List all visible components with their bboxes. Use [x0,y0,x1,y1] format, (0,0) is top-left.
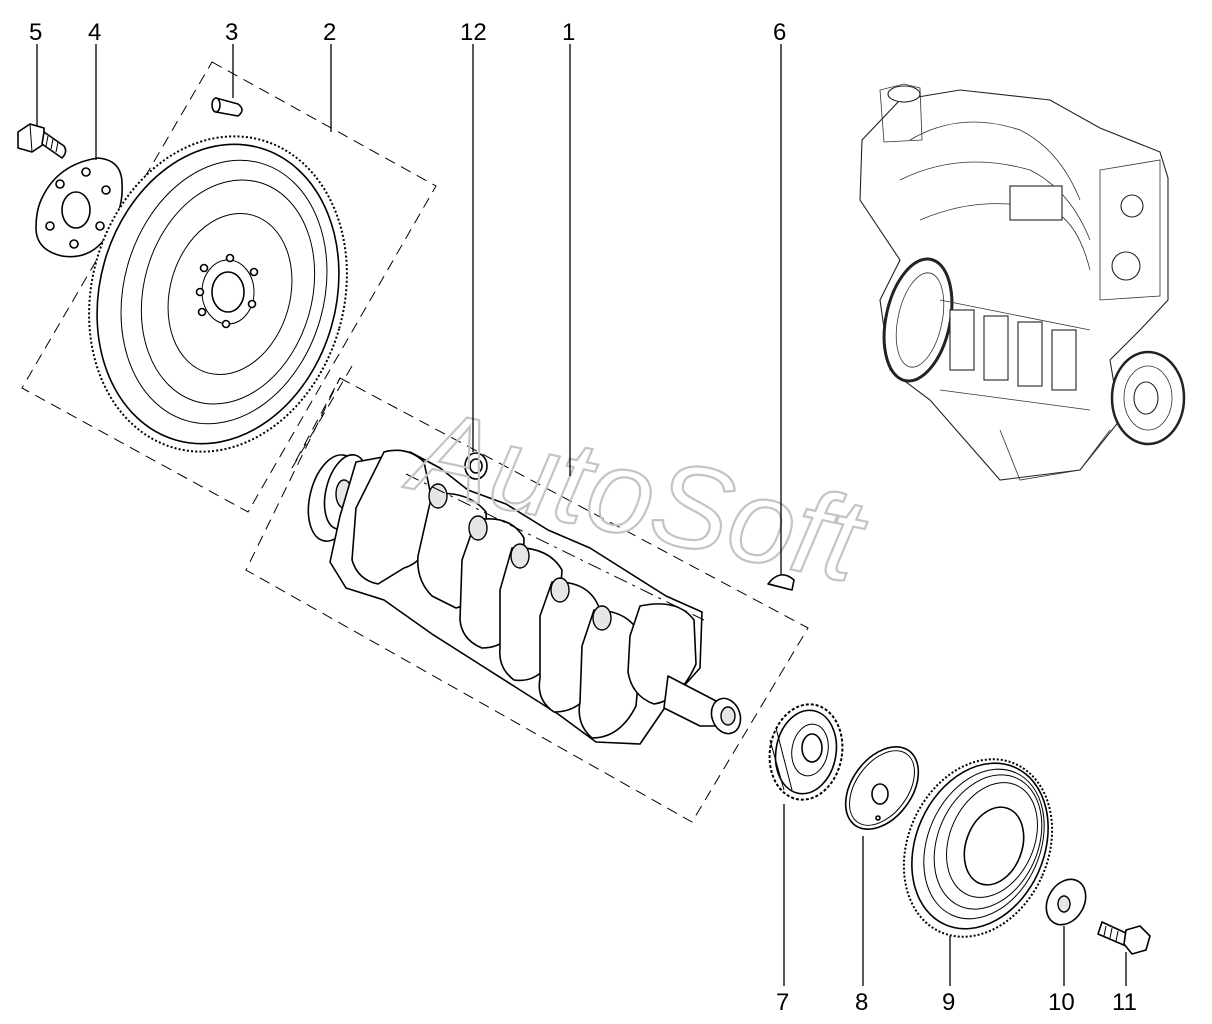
flywheel-2 [88,135,348,453]
flywheel-group-outline [21,61,437,513]
callout-2: 2 [323,19,336,46]
bolt-11 [1097,921,1151,955]
callout-12: 12 [460,19,487,46]
bolt-5 [17,123,67,159]
callout-6: 6 [773,19,786,46]
woodruff-key-6 [767,574,795,591]
callout-1: 1 [562,19,575,46]
washer-10 [1045,878,1087,926]
callout-8: 8 [855,989,868,1016]
dowel-pin-3 [211,97,243,117]
crank-pulley-9 [902,758,1054,938]
washer-plate-4 [35,157,123,258]
callout-4: 4 [88,19,101,46]
crankshaft-group-outline [245,377,809,823]
callout-9: 9 [942,989,955,1016]
callout-5: 5 [29,19,42,46]
callout-3: 3 [225,19,238,46]
flywheel-to-crank-outline [291,365,353,469]
pilot-bushing-12 [464,452,488,480]
thrust-washer-8 [844,746,920,830]
callout-10: 10 [1048,989,1075,1016]
engine-assembly-reference [859,83,1186,481]
leader-lines [36,44,1127,986]
callout-7: 7 [776,989,789,1016]
timing-pulley-7 [768,703,844,801]
crankshaft-1 [307,449,742,745]
callout-11: 11 [1112,989,1137,1016]
